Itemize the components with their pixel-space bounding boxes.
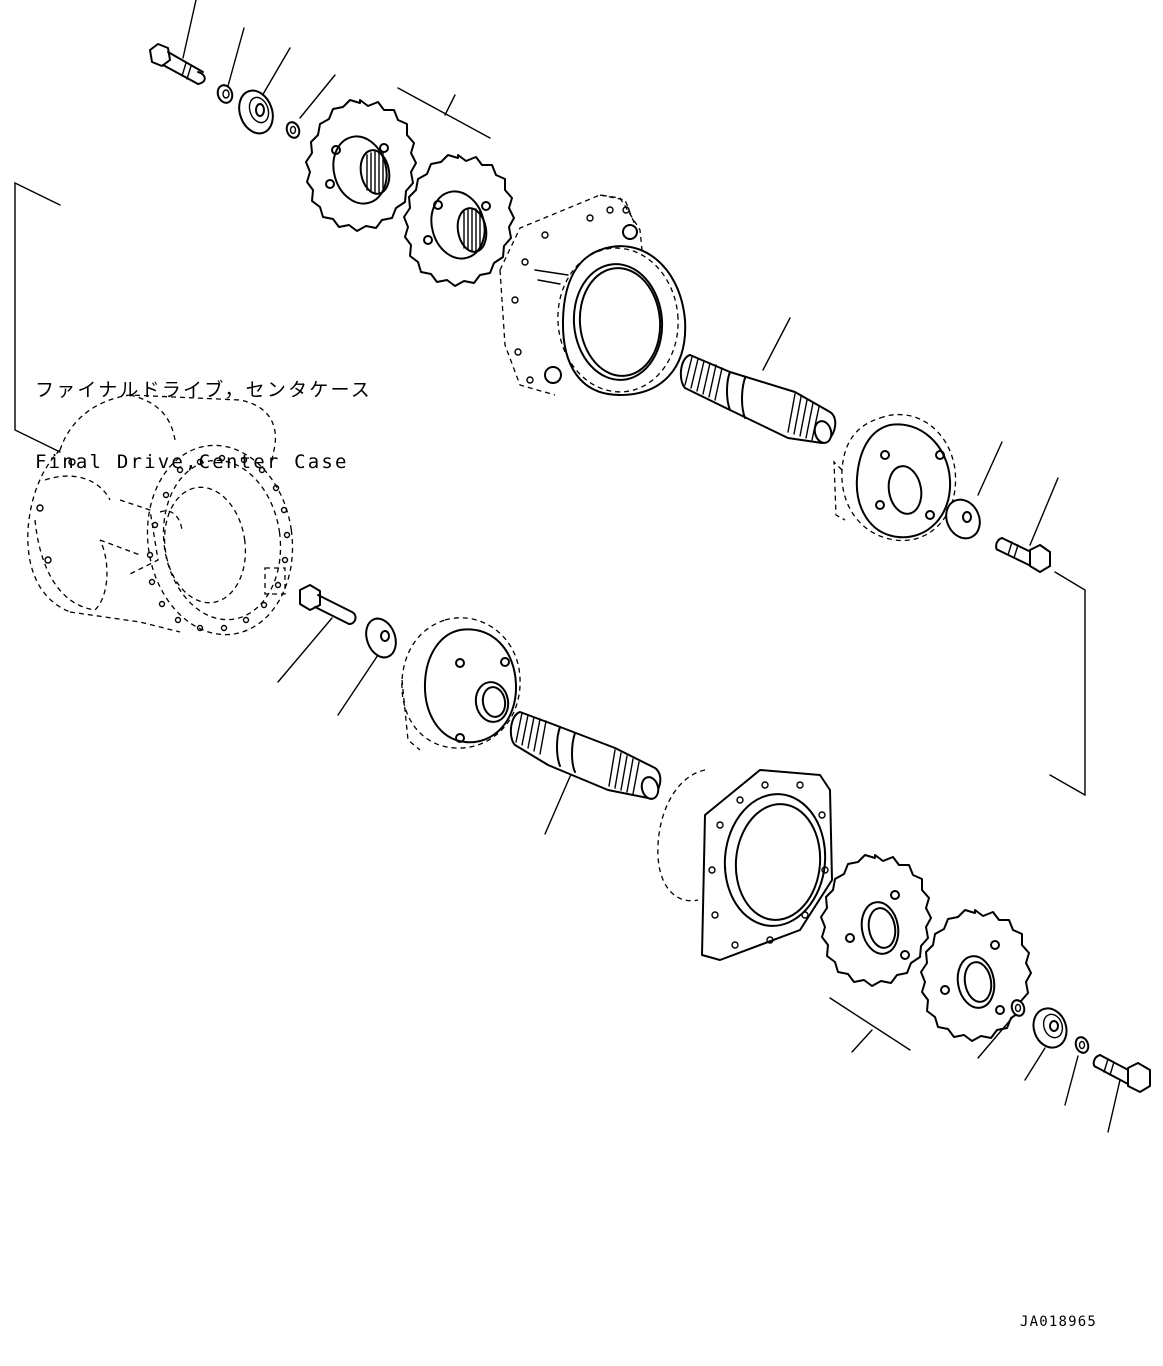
sprocket-icon (820, 854, 932, 987)
planetary-carrier-icon (401, 617, 521, 751)
bolt-icon (277, 584, 357, 683)
bolt-icon (1092, 1054, 1151, 1133)
seal-icon (1024, 1007, 1068, 1081)
center-case-label-japanese: ファイナルドライブ，センタケース (35, 379, 372, 401)
seal-icon (238, 47, 291, 135)
sprocket-icon (920, 909, 1032, 1042)
splined-shaft-icon (509, 711, 662, 835)
sprocket-icon (403, 154, 515, 287)
washer-icon (945, 441, 1003, 540)
washer-icon (337, 617, 397, 716)
washer-icon (216, 27, 245, 104)
bolt-icon (995, 477, 1059, 573)
center-case-label: ファイナルドライブ，センタケース Final Drive,Center Case (35, 330, 372, 498)
drawing-id: JA018965 (1020, 1314, 1098, 1330)
center-case-label-english: Final Drive,Center Case (35, 451, 349, 473)
washer-icon (977, 999, 1026, 1059)
hub-housing-icon (657, 769, 833, 961)
splined-shaft-icon (679, 317, 837, 444)
washer-icon (285, 74, 336, 139)
bolt-icon (149, 0, 206, 85)
washer-icon (1064, 1036, 1090, 1106)
center-case-icon (14, 181, 294, 636)
planetary-carrier-icon (833, 413, 957, 542)
hub-housing-icon (499, 194, 687, 396)
sprocket-icon (305, 99, 417, 232)
